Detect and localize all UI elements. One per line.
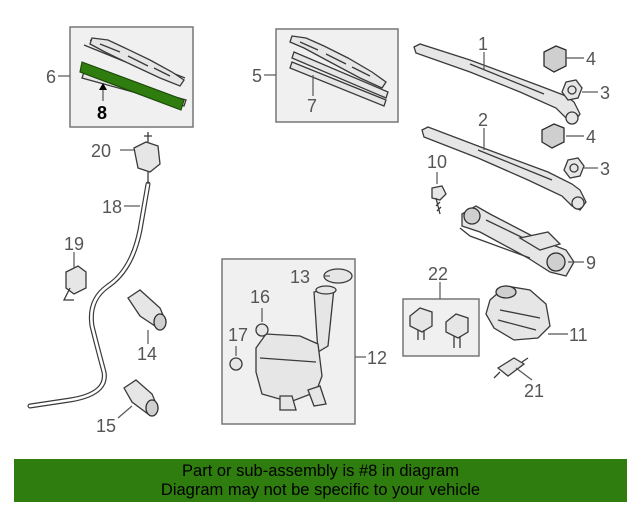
callout-3-upper: 3 bbox=[600, 83, 610, 103]
callout-18: 18 bbox=[102, 197, 122, 217]
callout-7: 7 bbox=[307, 96, 317, 116]
blade-assembly-box-5 bbox=[275, 28, 399, 123]
callout-13: 13 bbox=[290, 267, 310, 287]
callout-21: 21 bbox=[524, 381, 544, 401]
banner-line-part: Part or sub-assembly is #8 in diagram bbox=[182, 462, 459, 480]
callout-16: 16 bbox=[250, 287, 270, 307]
pump-14 bbox=[127, 289, 167, 331]
callout-20: 20 bbox=[91, 141, 111, 161]
leader-lines bbox=[58, 52, 598, 419]
callout-14: 14 bbox=[137, 344, 157, 364]
callout-5: 5 bbox=[252, 66, 262, 86]
callout-3-lower: 3 bbox=[600, 159, 610, 179]
part-20 bbox=[133, 132, 161, 184]
arm-cap-upper bbox=[543, 45, 567, 73]
callout-11: 11 bbox=[569, 325, 588, 345]
washer-hose-18 bbox=[27, 181, 151, 409]
arm-cap-lower bbox=[541, 123, 565, 149]
wiper-arm-1 bbox=[413, 43, 581, 125]
banner-line-disclaimer: Diagram may not be specific to your vehi… bbox=[160, 481, 481, 499]
callout-22: 22 bbox=[428, 264, 448, 284]
callout-1: 1 bbox=[478, 34, 488, 54]
callout-15: 15 bbox=[96, 416, 116, 436]
callout-17: 17 bbox=[228, 325, 248, 345]
nozzle-box-22 bbox=[402, 298, 480, 357]
callout-4-lower: 4 bbox=[586, 127, 596, 147]
callout-12: 12 bbox=[367, 348, 387, 368]
callout-8: 8 bbox=[97, 103, 107, 123]
callout-numbers: 1 2 3 3 4 4 5 6 7 8 9 10 11 12 13 14 15 … bbox=[46, 34, 610, 436]
pump-15 bbox=[123, 379, 159, 417]
nut-lower bbox=[563, 157, 585, 179]
wiper-blade-insert-highlight[interactable] bbox=[79, 61, 185, 111]
joint-21 bbox=[493, 357, 529, 379]
wiper-arm-2 bbox=[421, 126, 587, 211]
callout-10: 10 bbox=[427, 152, 447, 172]
nut-upper bbox=[561, 79, 583, 101]
wiper-motor-11 bbox=[485, 285, 551, 341]
callout-4-upper: 4 bbox=[586, 49, 596, 69]
callout-2: 2 bbox=[478, 110, 488, 130]
callout-19: 19 bbox=[64, 234, 84, 254]
blade-assembly-box-6 bbox=[69, 26, 194, 128]
callout-6: 6 bbox=[46, 67, 56, 87]
wiper-linkage-9 bbox=[459, 205, 575, 277]
part-info-banner: Part or sub-assembly is #8 in diagram Di… bbox=[14, 459, 627, 502]
washer-tank-box-12 bbox=[221, 258, 356, 425]
callout-9: 9 bbox=[586, 253, 596, 273]
clip-19 bbox=[62, 265, 87, 301]
bolt-10 bbox=[431, 172, 447, 215]
